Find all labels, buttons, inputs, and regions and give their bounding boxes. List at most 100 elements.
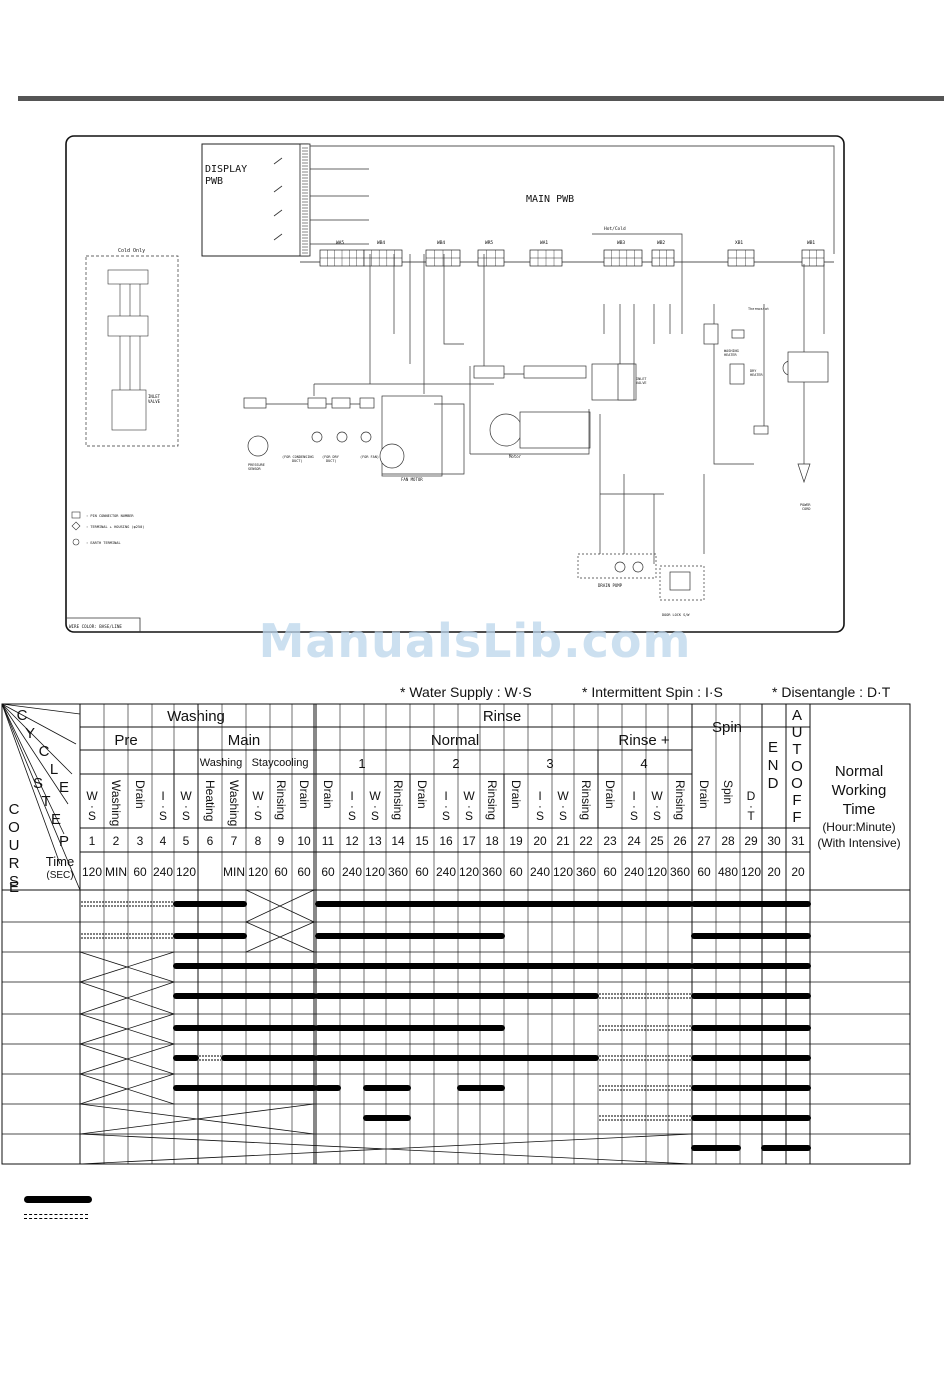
step-label: Spin (721, 780, 735, 804)
svg-text:: TERMINAL + HOUSING (φ250): : TERMINAL + HOUSING (φ250) (86, 525, 144, 529)
corner-course-letter: U (9, 837, 20, 854)
corner-course-letter: E (9, 879, 19, 896)
svg-text:: EARTH TERMINAL: : EARTH TERMINAL (86, 541, 121, 545)
step-number: 26 (673, 834, 687, 848)
autooff-letter: O (791, 758, 803, 775)
step-label: Washing (109, 780, 123, 826)
step-label: Drain (509, 780, 523, 809)
header-main-washing: Washing (200, 757, 242, 769)
step-number: 21 (556, 834, 570, 848)
step-label: I (444, 789, 447, 803)
loads (243, 254, 591, 477)
step-number: 20 (533, 834, 547, 848)
connector-label: XB1 (735, 240, 743, 246)
step-time: 240 (342, 865, 362, 879)
header-rinse-stage: 4 (640, 756, 647, 771)
step-number: 22 (579, 834, 593, 848)
step-label: · (632, 799, 636, 813)
step-label: · (749, 799, 753, 813)
header-normal: Normal (431, 732, 479, 749)
step-label: Drain (133, 780, 147, 809)
step-number: 30 (767, 834, 781, 848)
course-cross (79, 1043, 175, 1075)
connector-label: WB4 (437, 240, 445, 246)
svg-text:Cold Only: Cold Only (118, 248, 145, 254)
step-number: 10 (297, 834, 311, 848)
step-time: 60 (603, 865, 617, 879)
step-label: · (90, 799, 94, 813)
step-label: · (444, 799, 448, 813)
corner-cycle-letter: Y (25, 725, 35, 742)
corner-course-letter: C (9, 801, 20, 818)
corner-course-letter: S (9, 873, 19, 890)
corner-time-label: Time (46, 854, 74, 869)
course-cross (79, 1013, 175, 1045)
svg-text:Hot/Cold: Hot/Cold (604, 226, 626, 232)
step-time: 360 (576, 865, 596, 879)
course-cross (79, 1133, 693, 1165)
step-number: 18 (485, 834, 499, 848)
connector-label: WR5 (485, 240, 493, 246)
step-number: 5 (183, 834, 190, 848)
step-label: I (538, 789, 541, 803)
step-number: 23 (603, 834, 617, 848)
svg-text:: PIN CONNECTOR NUMBER: : PIN CONNECTOR NUMBER (86, 514, 134, 518)
step-number: 19 (509, 834, 523, 848)
step-label: W (651, 789, 663, 803)
corner-step-letter: S (33, 775, 43, 792)
step-number: 9 (278, 834, 285, 848)
abbr-disentangle: * Disentangle : D·T (772, 684, 891, 700)
svg-text:Thermostat: Thermostat (748, 307, 769, 311)
step-number: 13 (368, 834, 382, 848)
svg-text:(FOR FAN): (FOR FAN) (360, 455, 379, 459)
step-label: Drain (415, 780, 429, 809)
working-time-title: Normal (835, 763, 883, 780)
step-label: S (465, 809, 473, 823)
header-rinse: Rinse (483, 708, 521, 725)
legend-dashed-line (24, 1214, 88, 1219)
step-label: · (350, 799, 354, 813)
step-label: · (655, 799, 659, 813)
step-time: 60 (509, 865, 523, 879)
step-number: 17 (462, 834, 476, 848)
corner-course-letter: O (8, 819, 20, 836)
autooff-letter: F (792, 792, 801, 809)
end-letter: E (768, 739, 778, 756)
step-label: I (632, 789, 635, 803)
header-rinse-stage: 1 (358, 756, 365, 771)
corner-step-letter: E (51, 811, 61, 828)
svg-text:DRAIN PUMP: DRAIN PUMP (598, 583, 623, 588)
working-time-note: (With Intensive) (817, 836, 900, 850)
corner-step-letter: T (41, 793, 50, 810)
step-number: 7 (231, 834, 238, 848)
step-label: S (630, 809, 638, 823)
course-cross (245, 921, 315, 953)
autooff-letter: T (792, 741, 801, 758)
course-cross (79, 1073, 175, 1105)
corner-cycle-letter: C (17, 707, 28, 724)
step-number: 31 (791, 834, 805, 848)
step-number: 12 (345, 834, 359, 848)
step-label: I (350, 789, 353, 803)
top-rule (18, 96, 944, 101)
step-label: S (442, 809, 450, 823)
connector-label: WB2 (657, 240, 665, 246)
step-label: S (348, 809, 356, 823)
step-number: 24 (627, 834, 641, 848)
step-label: Rinsing (485, 780, 499, 820)
step-label: Drain (603, 780, 617, 809)
step-label: W (463, 789, 475, 803)
step-label: Rinsing (274, 780, 288, 820)
autooff-letter: F (792, 809, 801, 826)
connector-label: WA1 (540, 240, 548, 246)
step-number: 4 (160, 834, 167, 848)
step-label: S (182, 809, 190, 823)
step-label: W (86, 789, 98, 803)
